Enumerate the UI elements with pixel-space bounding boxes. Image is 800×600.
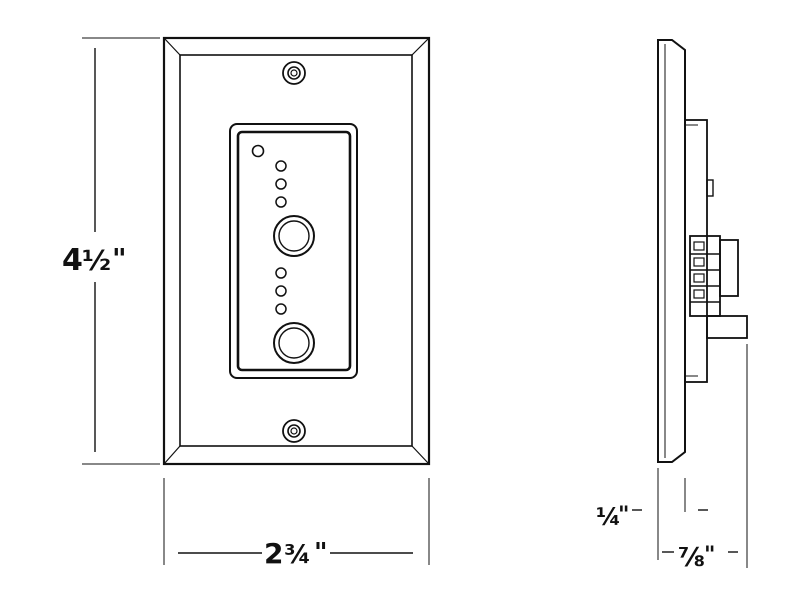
- side-view: [657, 39, 748, 463]
- height-dimension-fraction: ½: [82, 244, 111, 277]
- depth-dimension-fraction: ⅞: [678, 543, 705, 573]
- depth-dimension-unit: ": [704, 543, 715, 568]
- width-dimension-unit: ": [314, 538, 328, 568]
- rear-connector: [706, 315, 748, 339]
- wall-plate-bevel: [179, 54, 413, 447]
- led-indicator-icon: [251, 144, 265, 158]
- plate-thickness-fraction: ¼: [596, 503, 621, 531]
- led-indicator-icon: [275, 303, 287, 315]
- led-indicator-icon: [275, 160, 287, 172]
- device-housing: [684, 119, 708, 383]
- width-dimension-fraction: ¾: [284, 540, 311, 570]
- led-indicator-icon: [275, 267, 287, 279]
- terminal-block: [689, 235, 739, 317]
- plate-profile: [657, 39, 686, 463]
- screw-icon: [282, 419, 306, 443]
- led-indicator-icon: [275, 196, 287, 208]
- control-insert-inner: [236, 130, 352, 372]
- lower-button-icon[interactable]: [273, 322, 315, 364]
- upper-button-icon[interactable]: [273, 215, 315, 257]
- control-insert-outer: [229, 123, 358, 379]
- led-indicator-icon: [275, 285, 287, 297]
- front-view: [162, 36, 431, 466]
- wall-plate-outer: [162, 36, 431, 466]
- width-dimension: 2 ¾ ": [163, 478, 430, 570]
- height-dimension: 4 ½ ": [62, 37, 160, 465]
- depth-dimension: ⅞ ": [662, 344, 748, 573]
- height-dimension-unit: ": [112, 242, 127, 275]
- screw-icon: [282, 61, 306, 85]
- width-dimension-whole: 2: [264, 537, 283, 570]
- height-dimension-whole: 4: [62, 243, 83, 278]
- plate-thickness-dimension: ¼ ": [596, 468, 708, 560]
- plate-thickness-unit: ": [618, 503, 629, 528]
- led-indicator-icon: [275, 178, 287, 190]
